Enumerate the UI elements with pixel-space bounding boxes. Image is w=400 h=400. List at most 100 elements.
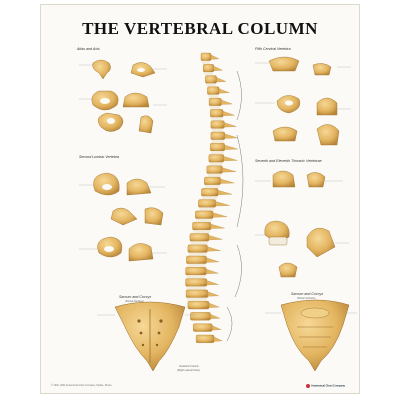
spinous-process [213, 212, 228, 218]
caption-vertebral-column: Vertebral Column [179, 365, 200, 368]
vertebra-body [205, 75, 217, 84]
spinous-process [221, 99, 233, 105]
vertebra-body [187, 244, 208, 253]
intervertebral-disc [211, 139, 224, 143]
vertebra-body [186, 255, 207, 265]
vertebra-body [198, 199, 216, 208]
spinous-process [207, 291, 219, 297]
intervertebral-disc [188, 252, 207, 256]
spinous-process [224, 122, 237, 128]
subtitle-sacrum-dorsal: (Dorsal Surface) [125, 300, 144, 303]
label-leader-lines [79, 62, 357, 316]
spinous-process [206, 257, 220, 263]
spinous-process [223, 156, 238, 162]
intervertebral-disc [196, 218, 213, 222]
atlas-axis-group [91, 59, 156, 134]
intervertebral-disc [205, 184, 220, 188]
intervertebral-disc [204, 72, 213, 76]
vertebra-body [190, 312, 211, 321]
vertebra-body [189, 233, 210, 242]
intervertebral-disc [187, 297, 207, 301]
section-sacrum-dorsal: Sacrum and Coccyx [119, 295, 152, 299]
intervertebral-disc [208, 94, 219, 98]
sacrum-pelvic-view [280, 299, 350, 372]
sacrum-dorsal-view [114, 301, 186, 372]
vertebra-body [201, 188, 219, 197]
vertebra-body [187, 301, 210, 310]
intervertebral-disc [187, 263, 206, 267]
intervertebral-disc [202, 196, 218, 200]
vertebra-body [195, 334, 215, 344]
caption-column-view: (Right Lateral View) [177, 369, 200, 372]
section-atlas-axis: Atlas and Axis [77, 47, 100, 51]
spinous-process [222, 111, 235, 116]
intervertebral-disc [211, 128, 224, 132]
publisher-logo-icon [305, 384, 310, 388]
vertebra-body [204, 176, 221, 186]
vertebral-column-lateral-view [185, 52, 238, 344]
spinous-process [213, 336, 223, 342]
vertebra-body [185, 278, 208, 287]
intervertebral-disc [211, 151, 224, 154]
intervertebral-disc [206, 83, 216, 87]
cervical-vertebra-group [268, 56, 340, 146]
spinous-process [210, 54, 220, 60]
intervertebral-disc [193, 230, 210, 233]
spinous-process [218, 190, 233, 195]
vertebra-body [202, 64, 214, 73]
lumbar-vertebra-group [93, 172, 164, 262]
spinous-process [220, 178, 235, 184]
vertebra-body [210, 109, 224, 118]
vertebra-body [185, 267, 207, 276]
spinous-process [224, 133, 238, 139]
vertebra-body [210, 131, 225, 141]
intervertebral-disc [186, 286, 206, 290]
spinous-process [207, 246, 221, 252]
intervertebral-disc [202, 60, 210, 64]
spinous-process [206, 268, 219, 274]
vertebra-body [192, 221, 212, 231]
thoracic-vertebra-group [264, 170, 336, 278]
section-sacrum-pelvic: Sacrum and Coccyx [291, 292, 324, 296]
spinous-process [215, 201, 230, 207]
spinous-process [213, 65, 223, 71]
vertebra-body [192, 323, 213, 332]
intervertebral-disc [186, 275, 206, 279]
spinous-process [224, 144, 238, 150]
intervertebral-disc [207, 173, 222, 177]
section-cervical: Fifth Cervical Vertebra [255, 47, 291, 51]
spinous-process [222, 167, 237, 173]
section-lumbar: Second Lumbar Vertebra [79, 155, 120, 159]
intervertebral-disc [199, 207, 215, 211]
spinous-process [212, 325, 222, 331]
vertebra-body [200, 52, 212, 62]
intervertebral-disc [190, 241, 208, 245]
vertebra-body [207, 86, 220, 95]
intervertebral-disc [211, 117, 223, 121]
vertebra-body [210, 120, 225, 129]
spinous-process [208, 302, 220, 308]
spinous-process [218, 88, 230, 94]
vertebra-body [185, 289, 209, 298]
intervertebral-disc [209, 162, 223, 166]
vertebra-body [195, 210, 214, 219]
vertebra-body [208, 97, 222, 107]
spinous-process [206, 280, 219, 286]
publisher-name: Anatomical Chart Company [310, 384, 345, 388]
publisher-logo: Anatomical Chart Company [305, 384, 345, 388]
subtitle-sacrum-pelvic: (Pelvic Surface) [297, 297, 316, 300]
vertebra-body [206, 165, 223, 174]
poster-title: THE VERTEBRAL COLUMN [82, 19, 318, 38]
intervertebral-disc [210, 105, 221, 109]
spinous-process [216, 77, 227, 83]
vertebra-body [208, 154, 225, 163]
anatomy-illustration [79, 52, 357, 372]
copyright-footer: © 1994, 2002 Anatomical Chart Company, S… [51, 384, 113, 387]
spinous-process [210, 314, 220, 319]
region-brackets [226, 70, 244, 342]
section-thoracic: Seventh and Eleventh Thoracic Vertebrae [255, 159, 322, 163]
vertebra-body [209, 142, 225, 152]
spinous-process [210, 223, 225, 229]
spinous-process [208, 235, 223, 241]
anatomy-poster: THE VERTEBRAL COLUMN [40, 4, 360, 394]
